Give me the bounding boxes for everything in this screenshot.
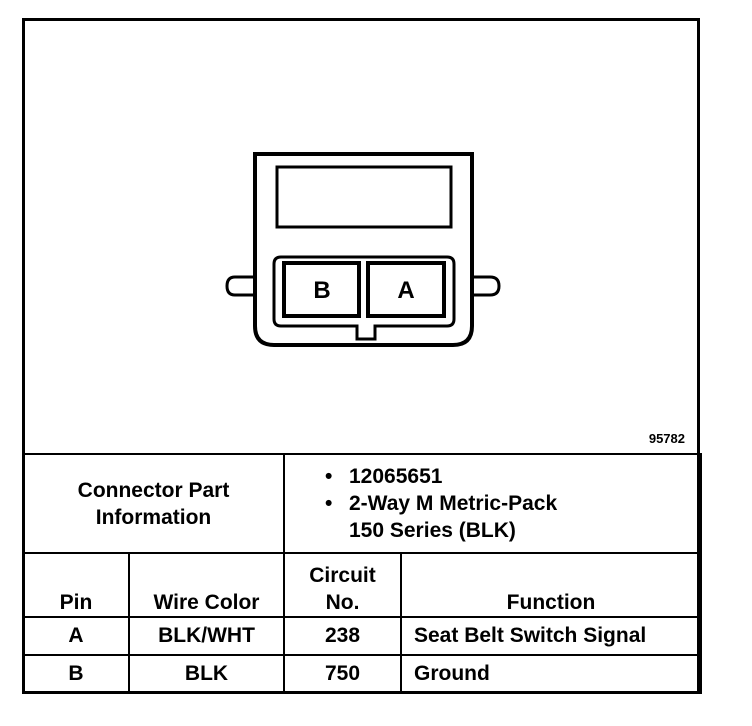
- connector-table: Connector Part Information 12065651 2-Wa…: [22, 453, 702, 694]
- table-row: B BLK 750 Ground: [22, 654, 702, 694]
- part-number: 12065651: [325, 463, 694, 490]
- header-pin: Pin: [22, 552, 130, 618]
- cell-wire-color: BLK: [128, 654, 285, 694]
- cavity-b-label: B: [313, 277, 330, 304]
- connector-drawing: B A: [225, 152, 501, 347]
- cell-function: Ground: [400, 654, 702, 694]
- cavity-surround: [272, 255, 456, 341]
- figure-number: 95782: [648, 431, 685, 446]
- cell-pin: B: [22, 654, 130, 694]
- connector-frame: B A 95782 Connector Part Information 120…: [22, 18, 702, 694]
- latch-window: [275, 165, 453, 229]
- connector-description: 2-Way M Metric-Pack 150 Series (BLK): [325, 490, 694, 544]
- table-row: A BLK/WHT 238 Seat Belt Switch Signal: [22, 616, 702, 656]
- connector-part-details: 12065651 2-Way M Metric-Pack 150 Series …: [283, 453, 702, 554]
- header-function: Function: [400, 552, 702, 618]
- left-tab: [225, 275, 255, 297]
- connector-part-info-label: Connector Part Information: [22, 453, 285, 554]
- table-header-row: Pin Wire Color Circuit No. Function: [22, 552, 702, 618]
- cell-function: Seat Belt Switch Signal: [400, 616, 702, 656]
- cell-pin: A: [22, 616, 130, 656]
- header-wire-color: Wire Color: [128, 552, 285, 618]
- right-tab: [470, 275, 501, 297]
- cavity-a-label: A: [397, 277, 414, 304]
- cell-wire-color: BLK/WHT: [128, 616, 285, 656]
- header-circuit: Circuit No.: [283, 552, 402, 618]
- cell-circuit: 238: [283, 616, 402, 656]
- cavity-a: [366, 261, 446, 318]
- cavity-b: [282, 261, 361, 318]
- connector-body: [253, 152, 474, 347]
- cell-circuit: 750: [283, 654, 402, 694]
